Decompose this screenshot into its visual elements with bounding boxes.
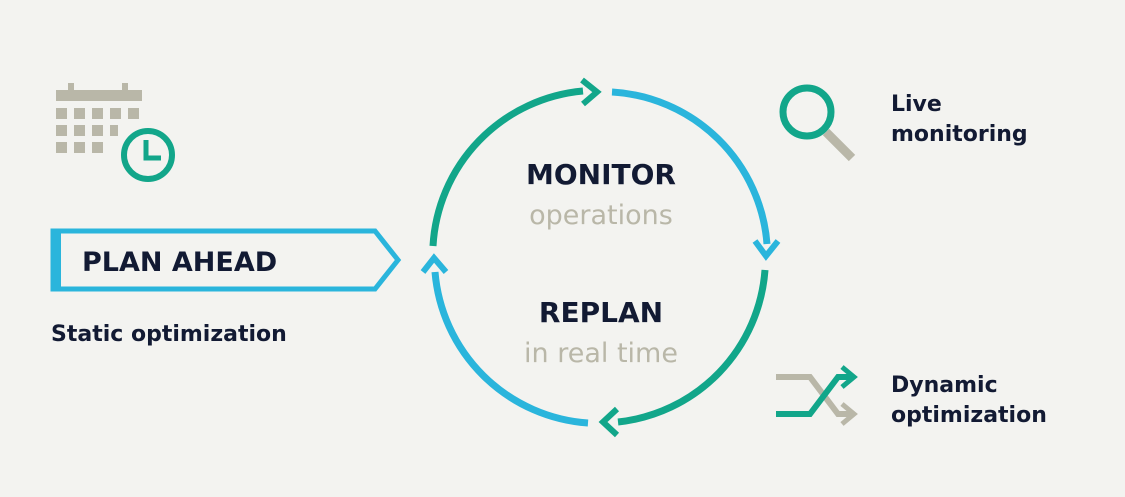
monitor-title: MONITOR (526, 158, 676, 191)
plan-ahead-label: PLAN AHEAD (82, 247, 277, 278)
arrowhead-bottom (598, 406, 620, 438)
live-monitoring-line1: Live (891, 92, 942, 117)
replan-subtitle: in real time (524, 338, 678, 369)
arrowhead-right (752, 239, 781, 261)
calendar-clock-icon (56, 83, 177, 184)
live-monitoring-line2: monitoring (891, 122, 1028, 147)
arc-bottom-left (431, 271, 589, 427)
monitor-subtitle: operations (529, 200, 673, 231)
arc-top-left (429, 87, 584, 247)
cycle-ring (429, 87, 771, 427)
arc-bottom-right (617, 269, 769, 426)
static-optimization-caption: Static optimization (51, 322, 287, 347)
replan-title: REPLAN (539, 296, 663, 329)
arrowhead-top (580, 77, 602, 107)
dynamic-optimization-line1: Dynamic (891, 373, 998, 398)
shuffle-arrows-icon (776, 365, 858, 426)
plan-ahead-banner: PLAN AHEAD (50, 228, 402, 292)
arrowhead-left (420, 253, 449, 274)
magnifier-icon (779, 84, 856, 162)
clock-icon (121, 128, 175, 182)
arc-top-right (611, 88, 771, 245)
dynamic-optimization-line2: optimization (891, 403, 1047, 428)
